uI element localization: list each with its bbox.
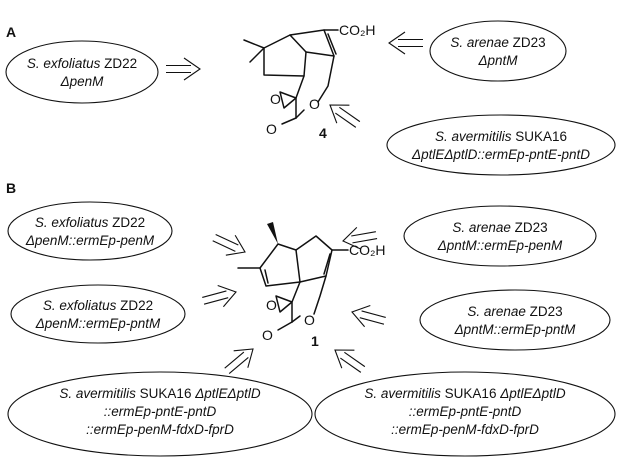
strain-id: ZD22 (104, 56, 137, 71)
strain-id: ZD22 (120, 298, 153, 313)
strain-b-exfoliatus-penm: S. exfoliatus ZD22 ΔpenM::ermEp-penM (7, 201, 173, 261)
strain-b-arenae-pntm: S. arenae ZD23 ΔpntM::ermEp-pntM (419, 289, 611, 351)
arrow-a-right (388, 31, 424, 55)
genotype: ΔptlEΔptlD::ermEp-pntE-pntD (411, 147, 590, 162)
strain-a-arenae: S. arenae ZD23 ΔpntM (429, 20, 567, 82)
species-name: S. arenae (452, 220, 511, 235)
strain-a-exfoliatus: S. exfoliatus ZD22 ΔpenM (5, 40, 159, 104)
strain-id: SUKA16 (515, 129, 567, 144)
strain-ellipse (5, 40, 159, 104)
strain-b-arenae-penm: S. arenae ZD23 ΔpntM::ermEp-penM (403, 205, 597, 267)
genotype: ΔpntM (477, 53, 518, 68)
svg-text:S. arenae ZD23: S. arenae ZD23 (450, 35, 545, 50)
arrow-a-lower-right (323, 95, 365, 135)
svg-text:S. avermitilis SUKA16: S. avermitilis SUKA16 (435, 129, 567, 144)
arrow-a-left (165, 57, 201, 81)
genotype-inline: ΔptlEΔptlD (499, 386, 566, 401)
genotype-inline: ΔptlEΔptlD (194, 386, 261, 401)
arrow-b-lower-right (328, 340, 370, 380)
strain-ellipse (386, 114, 616, 176)
arrow-b-mid-left (199, 280, 240, 312)
strain-id: SUKA16 (445, 386, 497, 401)
strain-a-avermitilis: S. avermitilis SUKA16 ΔptlEΔptlD::ermEp-… (386, 114, 616, 176)
acid-group-label: CO₂H (349, 242, 386, 258)
svg-text:S. arenae ZD23: S. arenae ZD23 (452, 220, 547, 235)
strain-ellipse (314, 371, 616, 457)
genotype: ΔpenM::ermEp-penM (25, 233, 155, 248)
strain-b-avermitilis-right: S. avermitilis SUKA16 ΔptlEΔptlD ::ermEp… (314, 371, 616, 457)
strain-b-exfoliatus-pntm: S. exfoliatus ZD22 ΔpenM::ermEp-pntM (10, 284, 186, 344)
species-name: S. exfoliatus (27, 56, 101, 71)
epoxide-oxygen: O (270, 91, 281, 107)
strain-id: ZD23 (530, 304, 563, 319)
carbonyl-oxygen: O (262, 327, 273, 343)
species-name: S. exfoliatus (35, 215, 109, 230)
strain-id: ZD23 (515, 220, 548, 235)
species-name: S. avermitilis (364, 386, 441, 401)
svg-text:S. arenae ZD23: S. arenae ZD23 (467, 304, 562, 319)
svg-text:S. exfoliatus ZD22: S. exfoliatus ZD22 (35, 215, 145, 230)
strain-b-avermitilis-left: S. avermitilis SUKA16 ΔptlEΔptlD ::ermEp… (7, 371, 313, 457)
svg-text:S. avermitilis SUKA16: S. avermitilis SUKA16 ΔptlEΔptlD (364, 386, 565, 401)
species-name: S. arenae (450, 35, 509, 50)
arrow-b-upper-left (208, 227, 251, 263)
ring-oxygen: O (304, 312, 315, 328)
strain-ellipse (10, 284, 186, 344)
acid-group-label: CO₂H (339, 22, 376, 38)
genotype: ::ermEp-penM-fdxD-fprD (391, 422, 539, 437)
strain-ellipse (7, 201, 173, 261)
svg-text:S. avermitilis SUKA16: S. avermitilis SUKA16 ΔptlEΔptlD (59, 386, 260, 401)
species-name: S. arenae (467, 304, 526, 319)
svg-text:S. exfoliatus ZD22: S. exfoliatus ZD22 (27, 56, 137, 71)
epoxide-oxygen: O (266, 297, 277, 313)
ring-oxygen: O (309, 96, 320, 112)
arrow-b-lower-left (219, 340, 261, 380)
panel-a-label: A (6, 24, 16, 40)
species-name: S. avermitilis (435, 129, 512, 144)
strain-id: ZD23 (513, 35, 546, 50)
genotype: ΔpntM::ermEp-pntM (454, 322, 577, 337)
genotype: ΔpenM (60, 74, 105, 89)
genotype: ::ermEp-pntE-pntD (409, 404, 522, 419)
panel-b-label: B (6, 180, 16, 196)
arrow-b-mid-right (348, 300, 389, 332)
compound-4-structure: CO₂H O O O 4 (243, 22, 376, 141)
strain-id: SUKA16 (140, 386, 192, 401)
compound-number: 1 (311, 333, 319, 349)
genotype: ::ermEp-pntE-pntD (104, 404, 217, 419)
strain-id: ZD22 (112, 215, 145, 230)
svg-text:S. exfoliatus ZD22: S. exfoliatus ZD22 (43, 298, 153, 313)
species-name: S. avermitilis (59, 386, 136, 401)
species-name: S. exfoliatus (43, 298, 117, 313)
strain-ellipse (419, 289, 611, 351)
carbonyl-oxygen: O (266, 121, 277, 137)
strain-ellipse (7, 371, 313, 457)
genotype: ΔpntM::ermEp-penM (437, 238, 563, 253)
compound-1-structure: CO₂H O O O 1 (237, 222, 386, 349)
strain-ellipse (403, 205, 597, 267)
genotype: ΔpenM::ermEp-pntM (35, 316, 161, 331)
strain-ellipse (429, 20, 567, 82)
compound-number: 4 (319, 125, 327, 141)
genotype: ::ermEp-penM-fdxD-fprD (86, 422, 234, 437)
